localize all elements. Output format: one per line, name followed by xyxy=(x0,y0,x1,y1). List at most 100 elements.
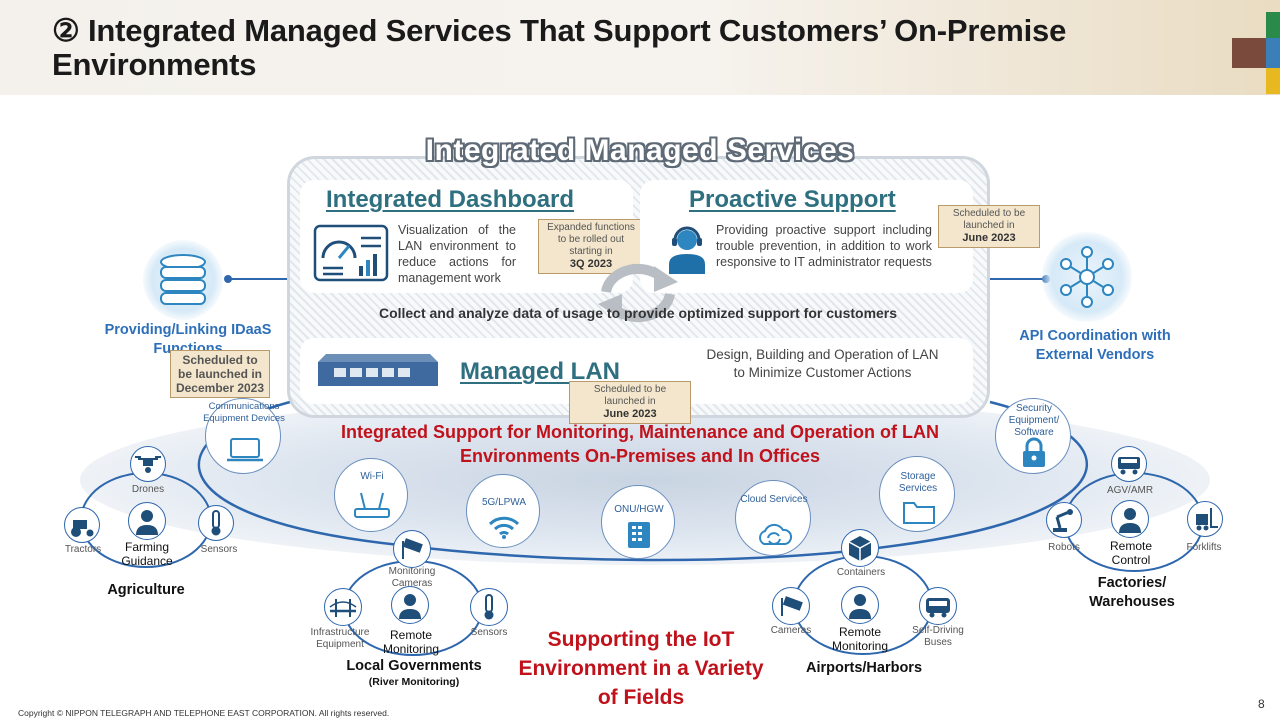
thermometer-icon xyxy=(484,594,494,620)
security-node: Security Equipment/ Software xyxy=(995,398,1071,474)
collect-analyze-text: Collect and analyze data of usage to pro… xyxy=(378,305,898,321)
airports-label: Airports/Harbors xyxy=(805,660,923,676)
agv-circle xyxy=(1111,446,1147,482)
containers-circle xyxy=(841,529,879,567)
dashboard-icon xyxy=(313,224,389,282)
agri-sensor-circle xyxy=(198,505,234,541)
self-driving-buses-label: Self-Driving Buses xyxy=(912,625,964,648)
support-agent-icon xyxy=(849,594,871,619)
dashboard-text: Visualization of the LAN environment to … xyxy=(398,223,516,285)
database-icon xyxy=(160,254,206,305)
wifi-label: Wi-Fi xyxy=(360,471,384,482)
cloud-sync-icon xyxy=(759,523,793,545)
network-hub-icon xyxy=(1060,246,1114,308)
drone-circle xyxy=(130,446,166,482)
copyright: Copyright © NIPPON TELEGRAPH AND TELEPHO… xyxy=(18,708,390,718)
corner-decoration xyxy=(1232,12,1280,94)
local-gov-center-circle xyxy=(391,586,429,624)
ims-title: Integrated Managed Services xyxy=(425,134,855,167)
support-agent-icon xyxy=(136,510,158,535)
page-number: 8 xyxy=(1258,697,1265,711)
airport-camera-circle xyxy=(772,587,810,625)
api-node xyxy=(1042,232,1132,322)
proactive-tag-date: June 2023 xyxy=(962,232,1016,244)
dashboard-tag-line: Expanded functions to be rolled out star… xyxy=(547,222,635,257)
bridge-icon xyxy=(329,599,357,617)
monitoring-cameras-label: Monitoring Cameras xyxy=(388,566,436,589)
managed-lan-heading: Managed LAN xyxy=(460,358,621,385)
forklifts-label: Forklifts xyxy=(1186,542,1222,553)
tractor-circle xyxy=(64,507,100,543)
tractors-label: Tractors xyxy=(64,544,102,555)
monitoring-camera-circle xyxy=(393,530,431,568)
lpwa-label: 5G/LPWA xyxy=(481,497,527,508)
folder-icon xyxy=(903,502,935,524)
security-camera-icon xyxy=(781,596,803,616)
local-gov-sublabel: (River Monitoring) xyxy=(368,676,460,688)
support-agent-icon xyxy=(1119,508,1141,533)
integrated-support-text: Integrated Support for Monitoring, Maint… xyxy=(341,422,939,466)
security-label: Security Equipment/ Software xyxy=(1008,403,1060,438)
lpwa-node: 5G/LPWA xyxy=(466,474,540,548)
agriculture-label: Agriculture xyxy=(107,582,185,598)
farming-guidance-label: Farming Guidance xyxy=(121,540,173,568)
remote-control-label: Remote Control xyxy=(1109,539,1153,567)
storage-services-node: Storage Services xyxy=(879,456,955,532)
agv-amr-label: AGV/AMR xyxy=(1106,485,1154,496)
onu-node: ONU/HGW xyxy=(601,485,675,559)
bus-icon xyxy=(926,598,950,618)
lock-icon xyxy=(1023,437,1045,467)
network-switch-icon xyxy=(316,350,440,390)
managed-lan-text: Design, Building and Operation of LAN to… xyxy=(706,347,939,380)
infrastructure-circle xyxy=(324,588,362,626)
idaas-schedule-tag: Scheduled to be launched in December 202… xyxy=(170,350,270,398)
wifi-node: Wi-Fi xyxy=(334,458,408,532)
farming-center-circle xyxy=(128,502,166,540)
cloud-services-label: Cloud Services xyxy=(740,494,808,505)
bus-circle xyxy=(919,587,957,625)
dashboard-schedule-tag: Expanded functions to be rolled out star… xyxy=(538,219,644,274)
local-gov-sensors-label: Sensors xyxy=(470,627,508,638)
proactive-schedule-tag: Scheduled to be launched in June 2023 xyxy=(938,205,1040,248)
drones-label: Drones xyxy=(131,484,165,495)
support-agent-icon xyxy=(399,594,421,619)
local-gov-remote-monitoring-label: Remote Monitoring xyxy=(382,628,440,656)
package-icon xyxy=(848,536,872,561)
proactive-text: Providing proactive support including tr… xyxy=(716,223,932,269)
page-title: ② Integrated Managed Services That Suppo… xyxy=(52,13,1067,82)
tractor-icon xyxy=(71,520,94,537)
managed-lan-schedule-tag: Scheduled to be launched in June 2023 xyxy=(569,381,691,424)
forklift-icon xyxy=(1196,508,1218,531)
airport-center-circle xyxy=(841,586,879,624)
comm-equipment-node: Communications Equipment Devices xyxy=(203,398,285,474)
idaas-node xyxy=(143,240,223,320)
containers-label: Containers xyxy=(836,567,886,578)
factories-label: Factories/ Warehouses xyxy=(1089,575,1175,610)
dashboard-tag-date: 3Q 2023 xyxy=(569,258,613,270)
thermometer-icon xyxy=(211,510,221,536)
airport-cameras-label: Cameras xyxy=(770,625,812,636)
support-agent-icon xyxy=(666,224,708,274)
laptop-icon xyxy=(227,438,263,462)
wifi-signal-icon xyxy=(488,516,520,539)
airport-remote-monitoring-label: Remote Monitoring xyxy=(831,625,889,653)
robot-arm-icon xyxy=(1053,509,1073,532)
managed-lan-tag-line: Scheduled to be launched in xyxy=(593,384,667,407)
agri-sensors-label: Sensors xyxy=(200,544,238,555)
robots-label: Robots xyxy=(1048,542,1080,553)
proactive-heading: Proactive Support xyxy=(689,186,896,213)
infrastructure-label: Infrastructure Equipment xyxy=(310,627,370,650)
proactive-tag-line: Scheduled to be launched in xyxy=(952,208,1026,231)
onu-label: ONU/HGW xyxy=(614,504,664,515)
forklift-circle xyxy=(1187,501,1223,537)
header-band xyxy=(0,0,1280,95)
robot-circle xyxy=(1046,502,1082,538)
dashboard-heading: Integrated Dashboard xyxy=(326,186,575,213)
drone-icon xyxy=(135,456,161,473)
comm-equipment-label: Communications Equipment Devices xyxy=(203,401,285,424)
storage-services-label: Storage Services xyxy=(898,471,938,494)
cloud-services-node: Cloud Services xyxy=(735,480,811,556)
local-gov-label: Local Governments xyxy=(346,658,482,674)
security-camera-icon xyxy=(402,538,423,559)
onu-device-icon xyxy=(628,522,650,548)
